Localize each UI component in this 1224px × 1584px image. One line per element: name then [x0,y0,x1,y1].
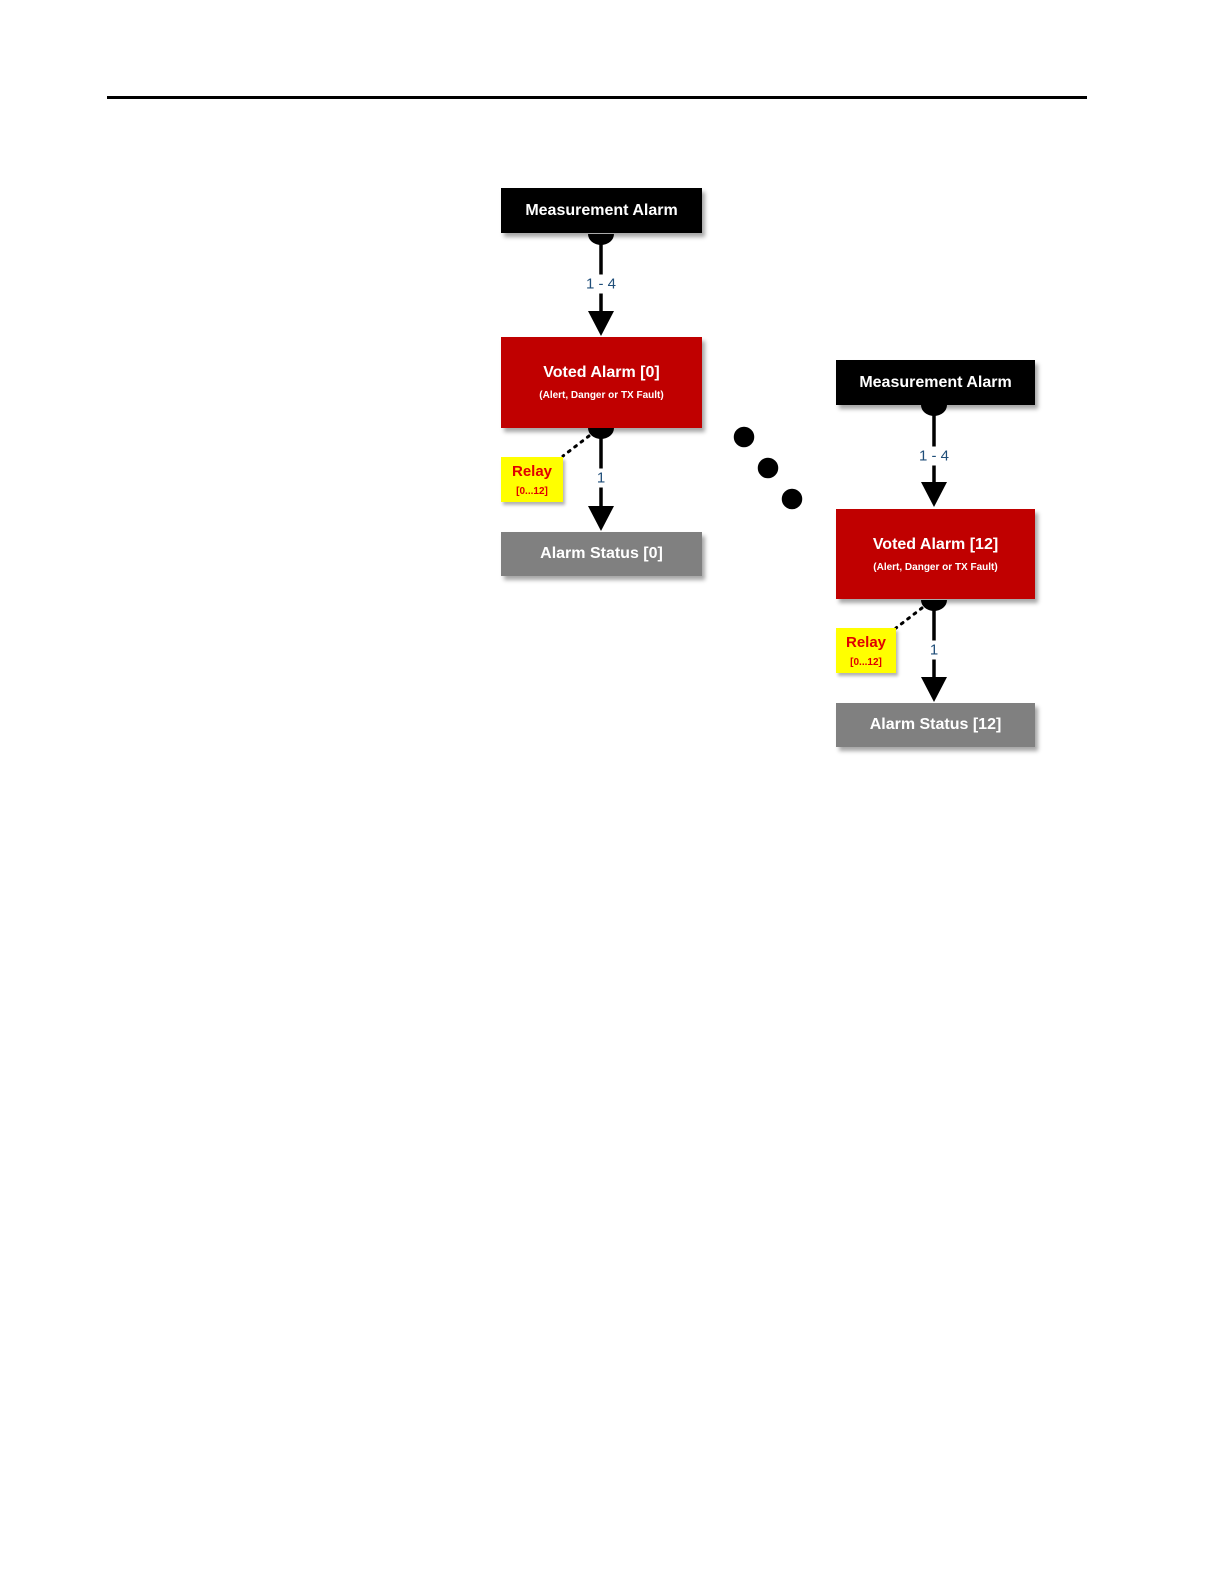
ellipsis-dot [733,426,755,448]
voted-alarm-label: Voted Alarm [12] [873,536,998,554]
relay-range: [0...12] [850,657,882,668]
measurement-alarm-label: Measurement Alarm [859,374,1011,392]
relay-box-12: Relay [0...12] [836,628,896,673]
measurement-alarm-label: Measurement Alarm [525,202,677,220]
voted-alarm-sublabel: (Alert, Danger or TX Fault) [873,562,997,573]
ellipsis-dot [781,488,803,510]
multiplicity-label-bottom-12: 1 [928,641,940,660]
voted-alarm-sublabel: (Alert, Danger or TX Fault) [539,390,663,401]
alarm-status-box-12: Alarm Status [12] [836,703,1035,747]
relay-link-0 [563,436,589,456]
ellipsis-dots [733,426,803,510]
voted-alarm-label: Voted Alarm [0] [543,364,659,382]
multiplicity-label-top-0: 1 - 4 [584,275,618,294]
multiplicity-label-bottom-0: 1 [595,469,607,488]
alarm-status-label: Alarm Status [0] [540,545,663,563]
measurement-alarm-box-12: Measurement Alarm [836,360,1035,405]
relay-range: [0...12] [516,486,548,497]
relay-link-12 [896,608,922,628]
alarm-status-box-0: Alarm Status [0] [501,532,702,576]
ellipsis-dot [757,457,779,479]
measurement-alarm-box-0: Measurement Alarm [501,188,702,233]
multiplicity-label-top-12: 1 - 4 [917,447,951,466]
relay-label: Relay [512,463,552,480]
relay-label: Relay [846,634,886,651]
voted-alarm-box-0: Voted Alarm [0] (Alert, Danger or TX Fau… [501,337,702,428]
voted-alarm-box-12: Voted Alarm [12] (Alert, Danger or TX Fa… [836,509,1035,599]
relay-box-0: Relay [0...12] [501,457,563,502]
alarm-status-label: Alarm Status [12] [870,716,1002,734]
